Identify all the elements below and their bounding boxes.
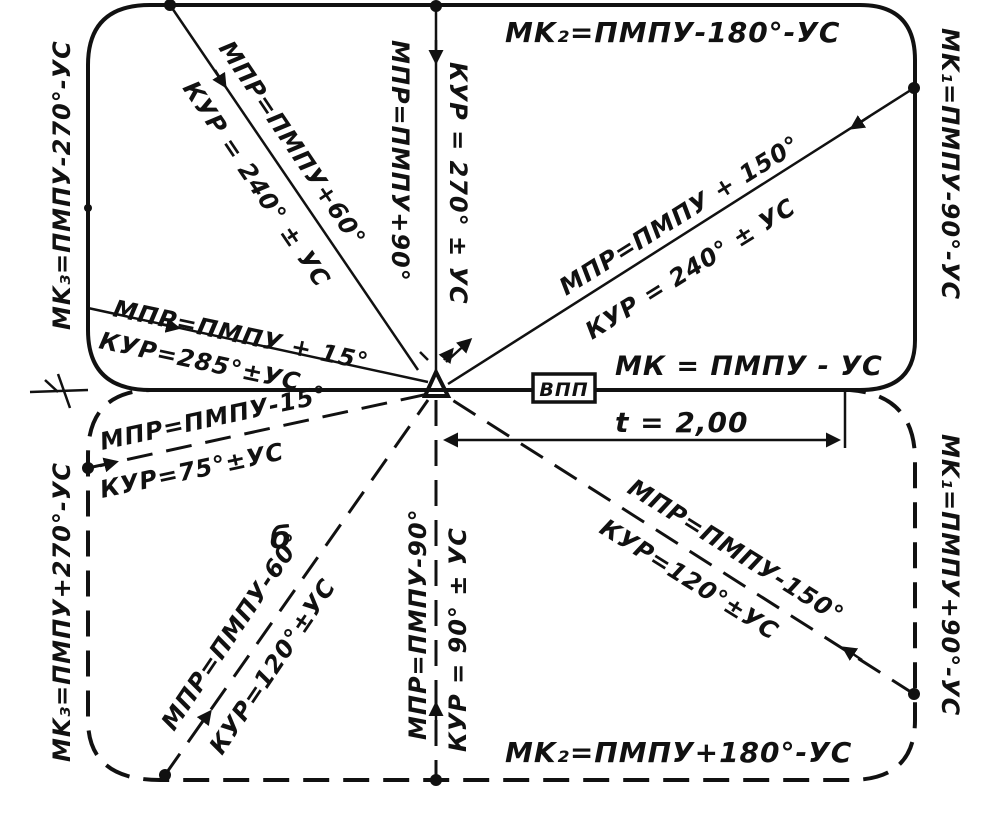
top-center-fix-dot [430,0,442,12]
top-right-radial-line [447,86,915,386]
top-vertical-kur-label: КУР = 270° ± УС [444,62,472,305]
lower-pattern-boundary [86,388,917,782]
bottom-right-fix-dot [908,688,920,700]
left-bottom-vertical-label: MK₃=ПМПУ+270°-УС [48,462,76,762]
bottom-vertical-label: МПР=ПМПУ-90° [404,508,432,740]
bottom-left-fix-dot [159,769,171,781]
left-side-marker [29,373,89,409]
right-top-vertical-label: MK₁=ПМПУ-90°-УС [936,28,964,300]
left-lower-radial-line [87,392,429,470]
bottom-center-fix-dot [430,774,442,786]
station-triangle [419,340,473,398]
runway-label: ВПП [539,379,588,401]
runway-course-label: МК = ПМПУ - УС [615,351,883,382]
top-left-fix-dot [164,0,176,11]
runway-box: ВПП [531,372,597,404]
top-title-label: MK₂=ПМПУ-180°-УС [505,16,840,49]
right-bottom-vertical-label: MK₁=ПМПУ+90°-УС [936,434,964,716]
left-upper-radial-arrow [159,318,181,333]
bottom-left-radial-arrow [196,709,212,729]
left-lower-radial-arrow [99,457,119,473]
left-lower-fix-dot [82,462,94,474]
bottom-vertical-kur-label: КУР = 90° ± УС [444,527,472,752]
left-top-vertical-label: MK₃=ПМПУ-270°-УС [48,40,76,330]
top-right-radial-arrow [849,114,871,130]
bottom-title-label: MK₂=ПМПУ+180°-УС [505,736,852,769]
left-upper-radial-line [87,306,429,384]
bottom-left-radial-line [163,399,430,776]
time-label: t = 2,00 [615,406,748,439]
top-right-fix-dot [908,82,920,94]
b-mark-label: б [270,521,292,556]
left-mid-dot [84,204,92,212]
top-left-radial-arrow [212,69,227,89]
bottom-right-radial-arrow [841,646,863,662]
top-vertical-label: МПР=ПМПУ+90° [386,40,414,282]
top-left-radial-line [168,4,420,371]
